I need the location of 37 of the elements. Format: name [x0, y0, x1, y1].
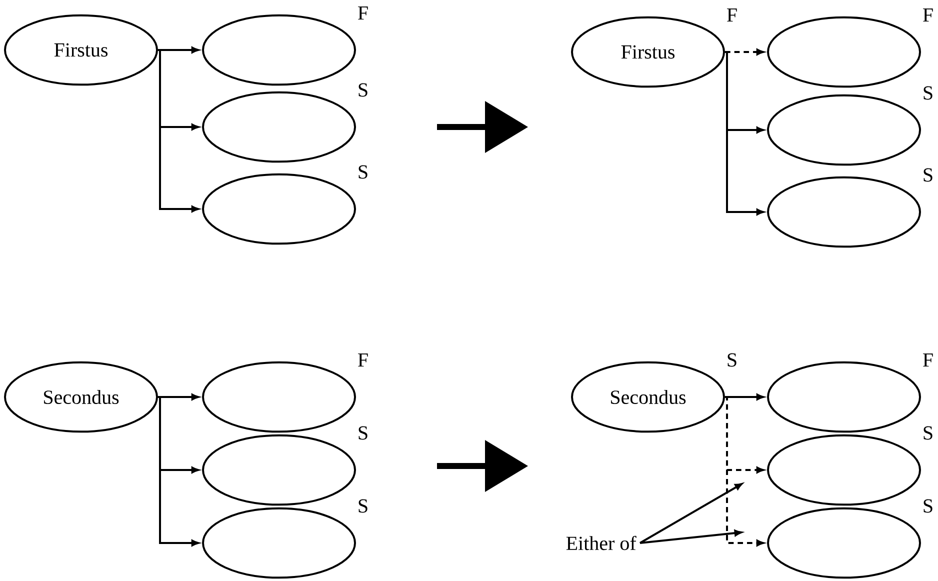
state-letter: S: [924, 86, 932, 100]
ellipse: [202, 173, 356, 245]
ellipse: [767, 94, 921, 166]
ellipse: [767, 434, 921, 506]
state-letter: S: [358, 499, 368, 513]
leader-arrow: [640, 483, 742, 544]
state-letter: S: [728, 353, 736, 367]
state-letter: S: [358, 426, 368, 440]
ellipse: [202, 361, 356, 433]
arrow: [725, 51, 764, 216]
ellipse: [202, 507, 356, 579]
state-letter: S: [924, 168, 932, 182]
ellipse: [202, 434, 356, 506]
arrow: [725, 396, 764, 546]
arrow: [725, 48, 764, 56]
ellipse: [767, 361, 921, 433]
state-letter: S: [358, 165, 368, 179]
ellipse: [767, 176, 921, 248]
state-letter: F: [923, 353, 933, 367]
ellipse: [202, 91, 356, 163]
arrow: [158, 394, 199, 400]
arrow: [725, 394, 764, 400]
state-letter: F: [923, 8, 933, 22]
ellipse: [202, 14, 356, 86]
state-letter: S: [358, 83, 368, 97]
state-letter: F: [358, 353, 368, 367]
state-letter: S: [924, 499, 932, 513]
arrow: [158, 46, 199, 54]
ellipse: [767, 16, 921, 88]
state-letter: F: [358, 6, 368, 20]
arrow: [158, 396, 199, 546]
label-text: Either of: [566, 536, 636, 550]
state-letter: S: [924, 426, 932, 440]
leader-arrow: [640, 530, 742, 544]
state-letter: F: [727, 8, 737, 22]
arrow: [158, 49, 199, 212]
ellipse: [767, 507, 921, 579]
